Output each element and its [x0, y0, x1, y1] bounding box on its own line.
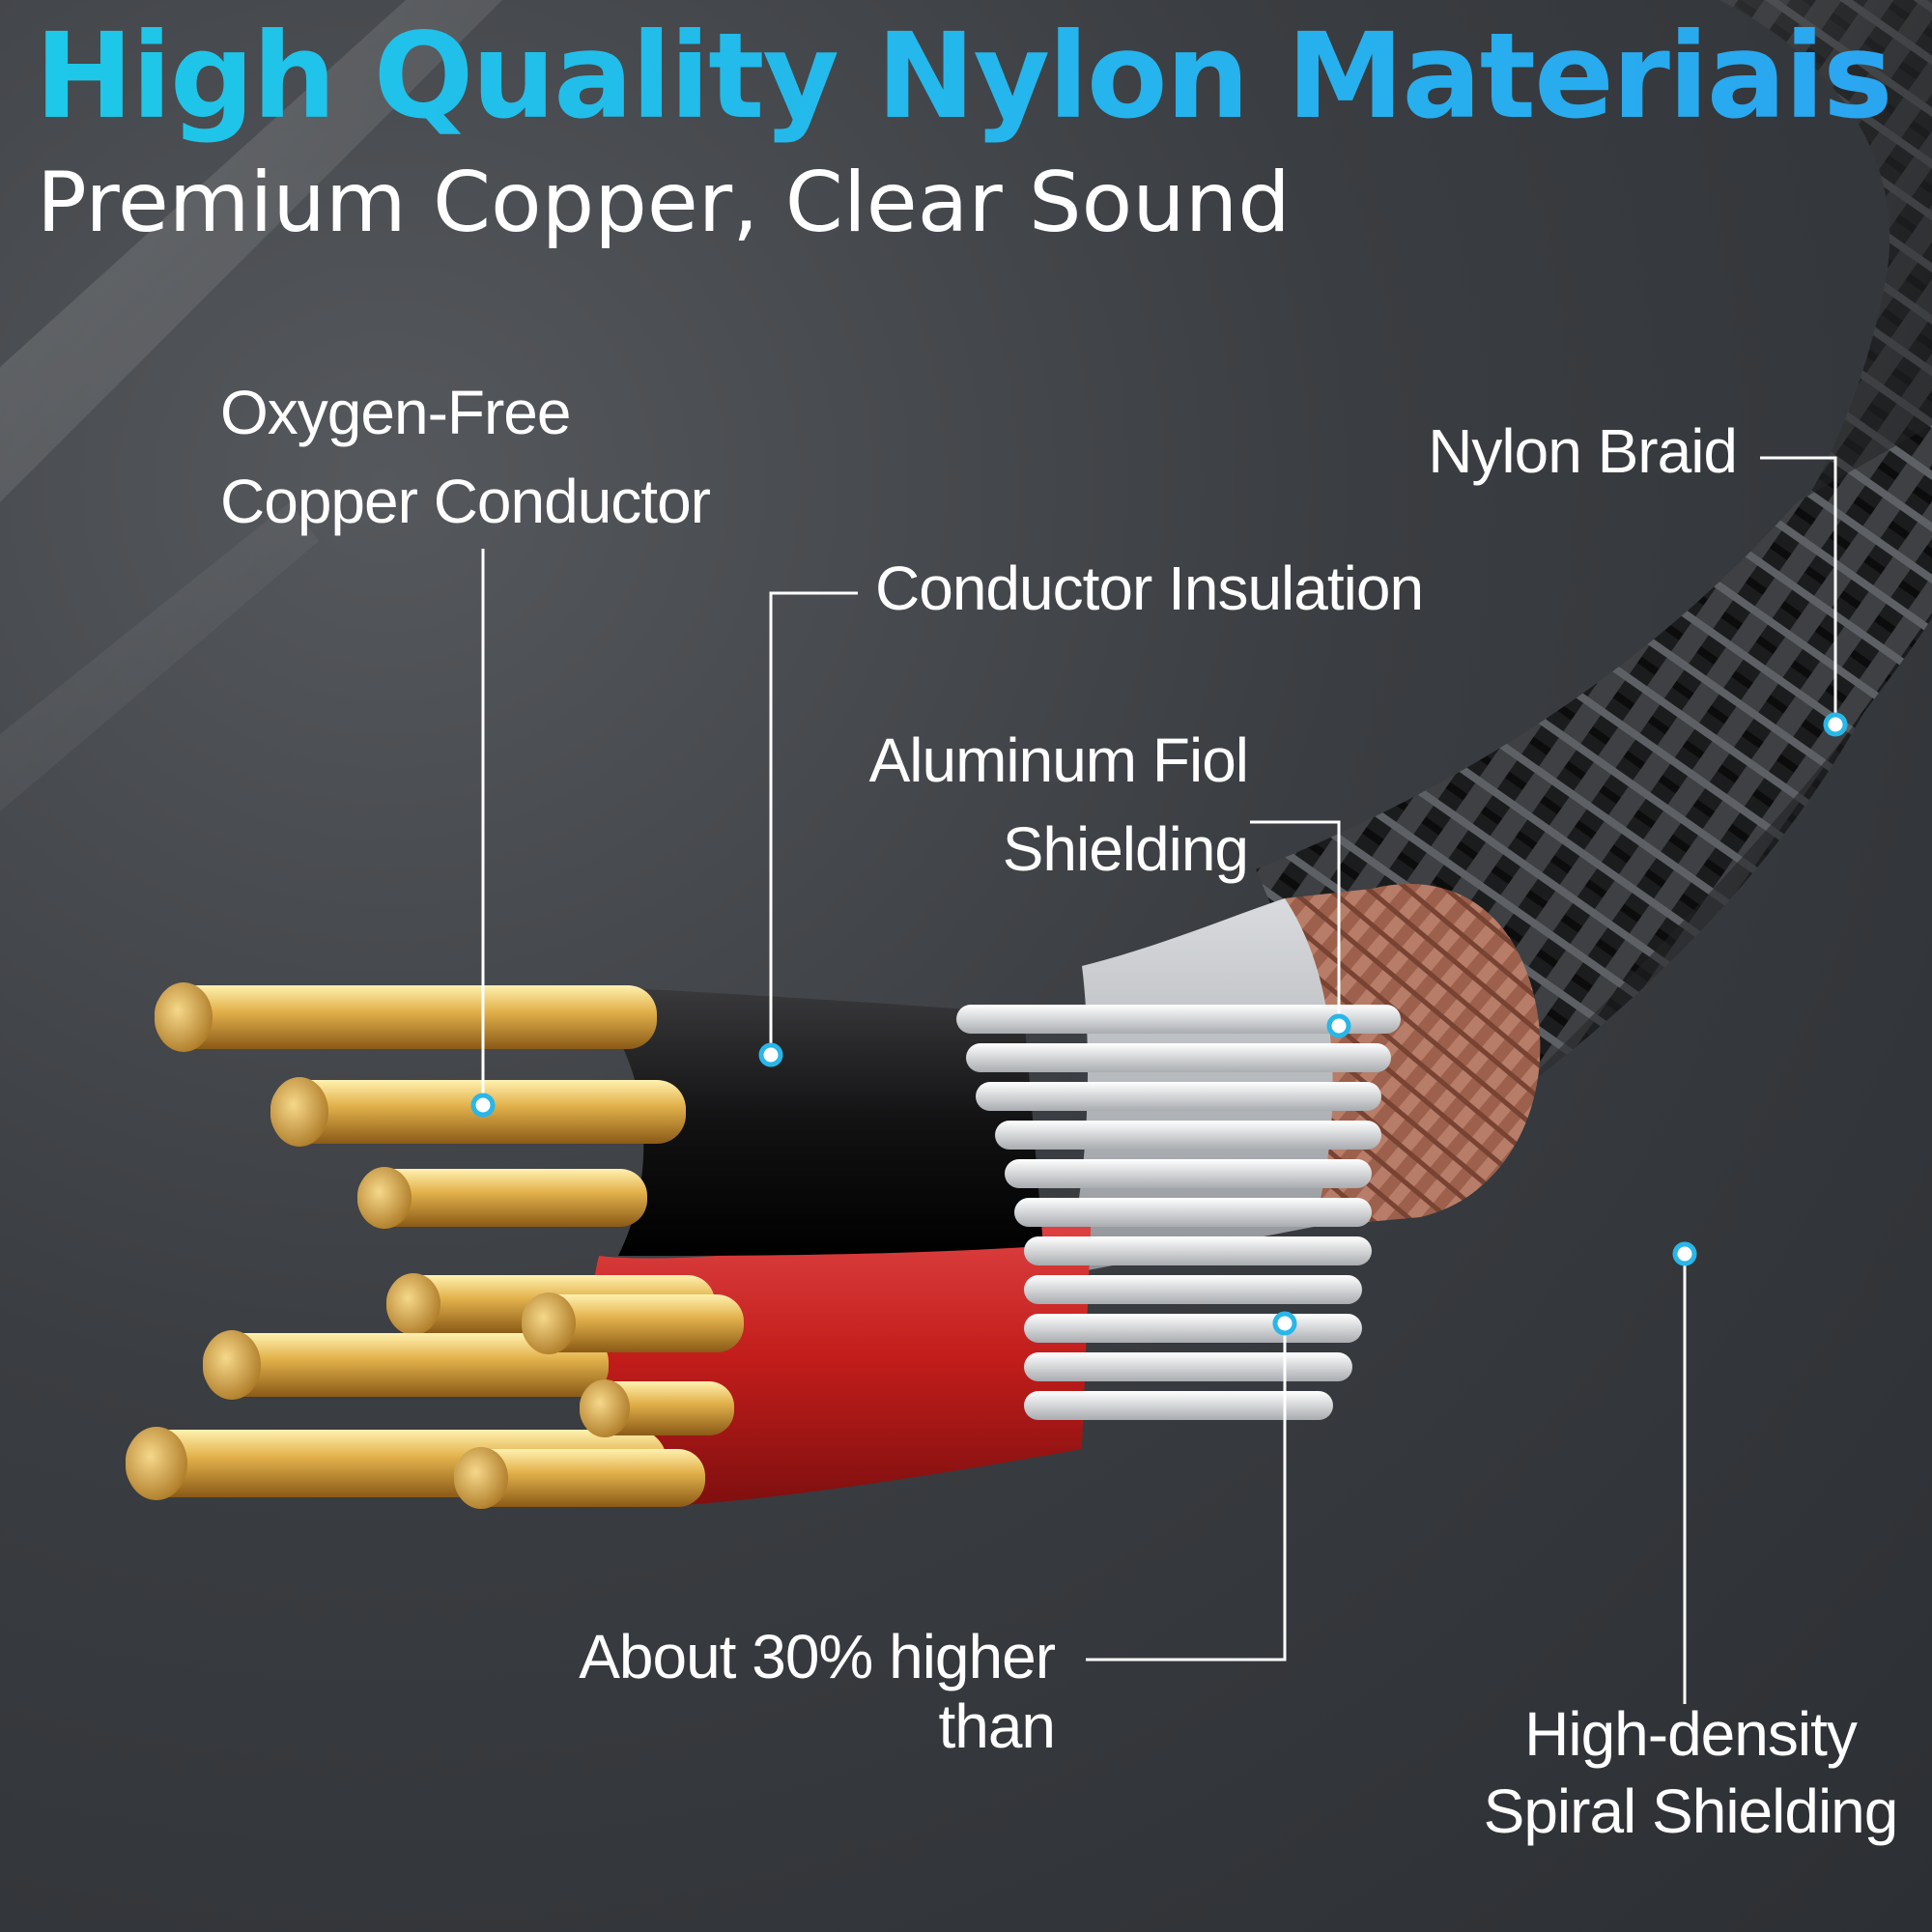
spiral-shield-dot	[1672, 1241, 1697, 1266]
filler-dot	[1272, 1311, 1297, 1336]
higher-purity-label: About 30% higher than	[579, 1622, 1056, 1761]
background-light-streak	[0, 502, 319, 811]
label-line: Copper Conductor	[220, 466, 711, 536]
white-filler-strands	[956, 1005, 1401, 1420]
label-line: Nylon Braid	[1428, 416, 1738, 486]
label-line: High-density	[1524, 1699, 1858, 1769]
callout-leader-lines	[481, 456, 1837, 1704]
label-line: Shielding	[1002, 813, 1249, 884]
oxygen-free-copper-label: Oxygen-Free Copper Conductor	[220, 378, 711, 536]
aluminum-foil-shielding-label: Aluminum Fiol Shielding	[868, 725, 1249, 884]
copper-strand-bundles	[126, 982, 744, 1509]
nylon-braid-label: Nylon Braid	[1428, 416, 1738, 487]
nylon-braid-dot	[1823, 712, 1848, 737]
conductor-insulation-dot	[758, 1042, 783, 1067]
headline: High Quality Nylon Materiais	[35, 8, 1893, 145]
black-conductor-insulation	[580, 985, 1043, 1256]
subheadline: Premium Copper, Clear Sound	[37, 155, 1291, 251]
label-line: Conductor Insulation	[875, 554, 1424, 623]
conductor-insulation-label: Conductor Insulation	[875, 554, 1424, 624]
label-line: Spiral Shielding	[1483, 1776, 1899, 1846]
label-line: About 30% higher	[579, 1622, 1056, 1691]
label-line: Aluminum Fiol	[868, 725, 1249, 795]
oxygen-free-dot	[470, 1093, 496, 1118]
background-light-streak	[0, 0, 502, 502]
label-line: than	[938, 1690, 1056, 1761]
callout-dots	[470, 712, 1848, 1336]
aluminum-foil-dot	[1326, 1013, 1351, 1038]
label-line: Oxygen-Free	[220, 378, 571, 447]
spiral-shielding-label: High-density Spiral Shielding	[1468, 1699, 1913, 1846]
